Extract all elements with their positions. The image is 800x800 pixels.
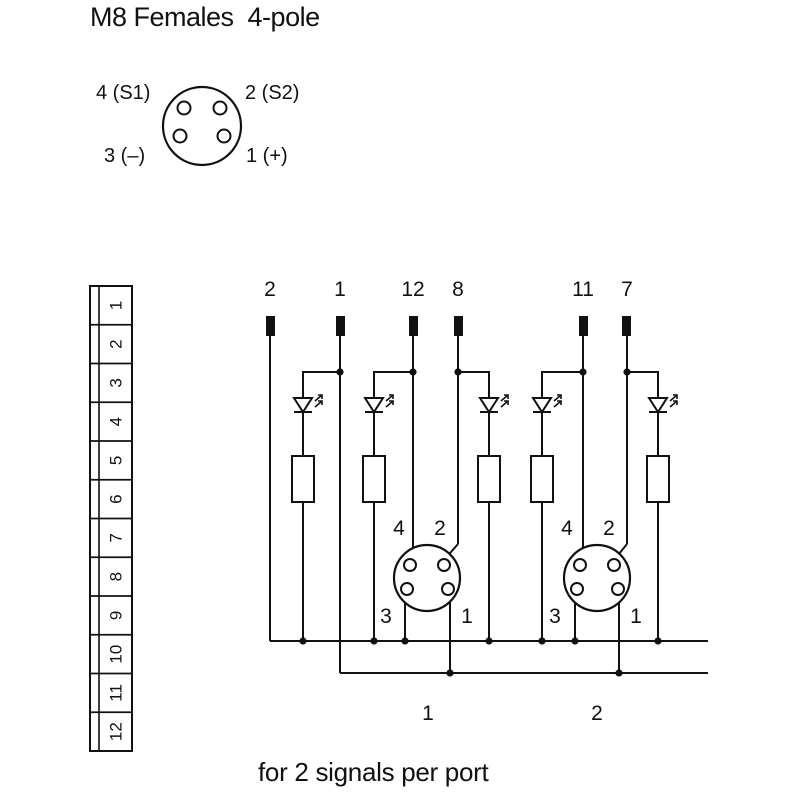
terminal-number: 8	[107, 572, 126, 581]
wire-label: 2	[264, 278, 276, 301]
terminal-number: 11	[107, 684, 126, 702]
pin-label: 2	[434, 517, 446, 540]
pin-label: 3	[380, 605, 392, 628]
terminal-number: 2	[107, 339, 126, 348]
wiring-lines	[269, 336, 708, 674]
pin-label: 1	[630, 605, 642, 628]
pin2-label: 2 (S2)	[245, 82, 299, 104]
wire-label: 11	[572, 278, 594, 301]
wire-terminals	[266, 316, 631, 336]
terminal-number: 7	[107, 533, 126, 542]
pin-label: 3	[549, 605, 561, 628]
pin2-hole	[212, 100, 228, 116]
wire-label: 12	[401, 278, 424, 301]
pin3-label: 3 (–)	[104, 145, 145, 167]
diagram-caption: for 2 signals per port	[258, 757, 489, 787]
pin1-label: 1 (+)	[246, 145, 288, 167]
wire-label: 7	[621, 278, 633, 301]
pin-label: 4	[393, 517, 405, 540]
terminal-number: 12	[107, 722, 126, 741]
terminal-number: 3	[107, 378, 126, 387]
pin-label: 2	[603, 517, 615, 540]
led-indicators	[293, 394, 678, 413]
terminal-number: 4	[107, 417, 126, 426]
pinout-symbol: 4 (S1) 2 (S2) 3 (–) 1 (+)	[96, 82, 299, 167]
pin-label: 1	[461, 605, 473, 628]
port-2-connector: 4 2 3 1	[549, 517, 642, 628]
junction-dots	[299, 368, 662, 677]
terminal-number: 5	[107, 456, 126, 465]
pin1-hole	[216, 128, 232, 144]
wire-labels: 2 1 12 8 11 7	[264, 278, 633, 301]
pin-label: 4	[561, 517, 573, 540]
pin4-label: 4 (S1)	[96, 82, 150, 104]
port-label-1: 1	[422, 702, 434, 725]
connector-face	[161, 85, 243, 167]
wire-label: 8	[452, 278, 464, 301]
terminal-number: 6	[107, 494, 126, 503]
wire-label: 1	[334, 278, 346, 301]
terminal-number: 1	[107, 301, 126, 310]
pin3-hole	[172, 128, 188, 144]
port-1-connector: 4 2 3 1	[380, 517, 473, 628]
terminal-number: 10	[107, 645, 126, 664]
port-label-2: 2	[591, 702, 603, 725]
terminal-number: 9	[107, 611, 126, 620]
pin4-hole	[176, 100, 192, 116]
resistors	[291, 455, 670, 503]
diagram-title: M8 Females 4-pole	[90, 2, 320, 32]
